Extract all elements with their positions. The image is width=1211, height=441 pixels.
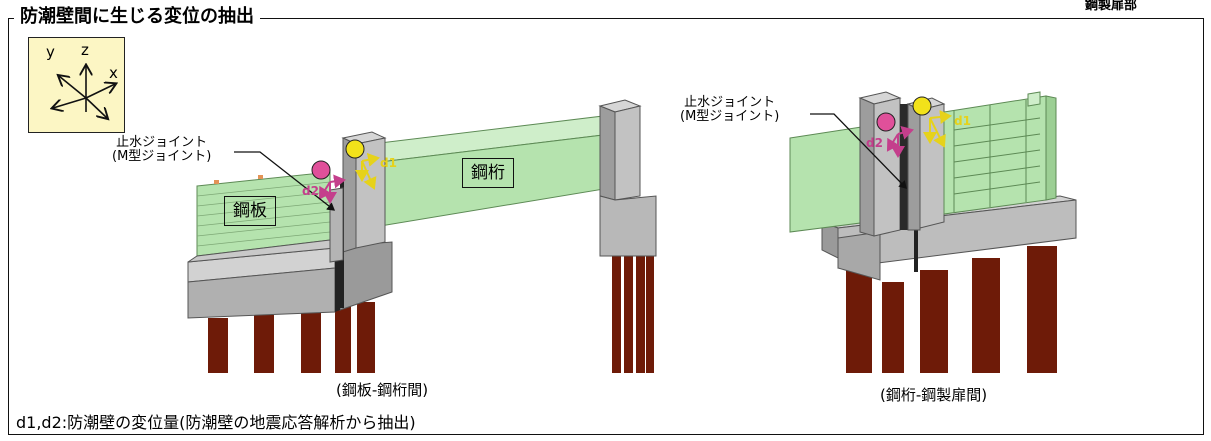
left-yellow-marker xyxy=(345,139,365,159)
right-d2-label: d2 xyxy=(866,136,883,150)
footnote: d1,d2:防潮壁の変位量(防潮壁の地震応答解析から抽出) xyxy=(16,413,416,432)
steel-plate-label: 鋼板 xyxy=(224,196,276,226)
right-steel-door xyxy=(943,91,1057,215)
right-magenta-marker xyxy=(876,112,896,132)
top-right-label: 鋼製扉部 xyxy=(1084,0,1137,13)
section-title: 防潮壁間に生じる変位の抽出 xyxy=(14,5,260,29)
left-footing xyxy=(187,241,393,319)
axis-x-label: x xyxy=(109,64,118,82)
axis-y-label: y xyxy=(46,43,55,61)
right-girder-pier xyxy=(598,99,657,257)
axis-arrows-icon xyxy=(29,38,126,134)
left-d1-label: d1 xyxy=(380,156,397,170)
right-d1-label: d1 xyxy=(954,114,971,128)
right-joint-label: 止水ジョイント (M型ジョイント) xyxy=(680,95,780,124)
steel-girder-label: 鋼桁 xyxy=(462,158,514,188)
right-yellow-marker xyxy=(912,96,932,116)
left-piles xyxy=(208,252,654,373)
left-magenta-marker xyxy=(311,160,331,180)
right-pier xyxy=(858,91,946,237)
right-girder-end xyxy=(789,125,869,233)
axis-legend: y z x xyxy=(28,37,125,133)
left-caption: (鋼板-鋼桁間) xyxy=(336,381,429,399)
left-d2-label: d2 xyxy=(302,184,319,198)
right-caption: (鋼桁-鋼製扉間) xyxy=(880,386,988,404)
left-joint-label: 止水ジョイント (M型ジョイント) xyxy=(112,135,212,164)
axis-z-label: z xyxy=(81,41,89,59)
right-piles xyxy=(846,246,1057,373)
section-frame xyxy=(8,18,1204,435)
